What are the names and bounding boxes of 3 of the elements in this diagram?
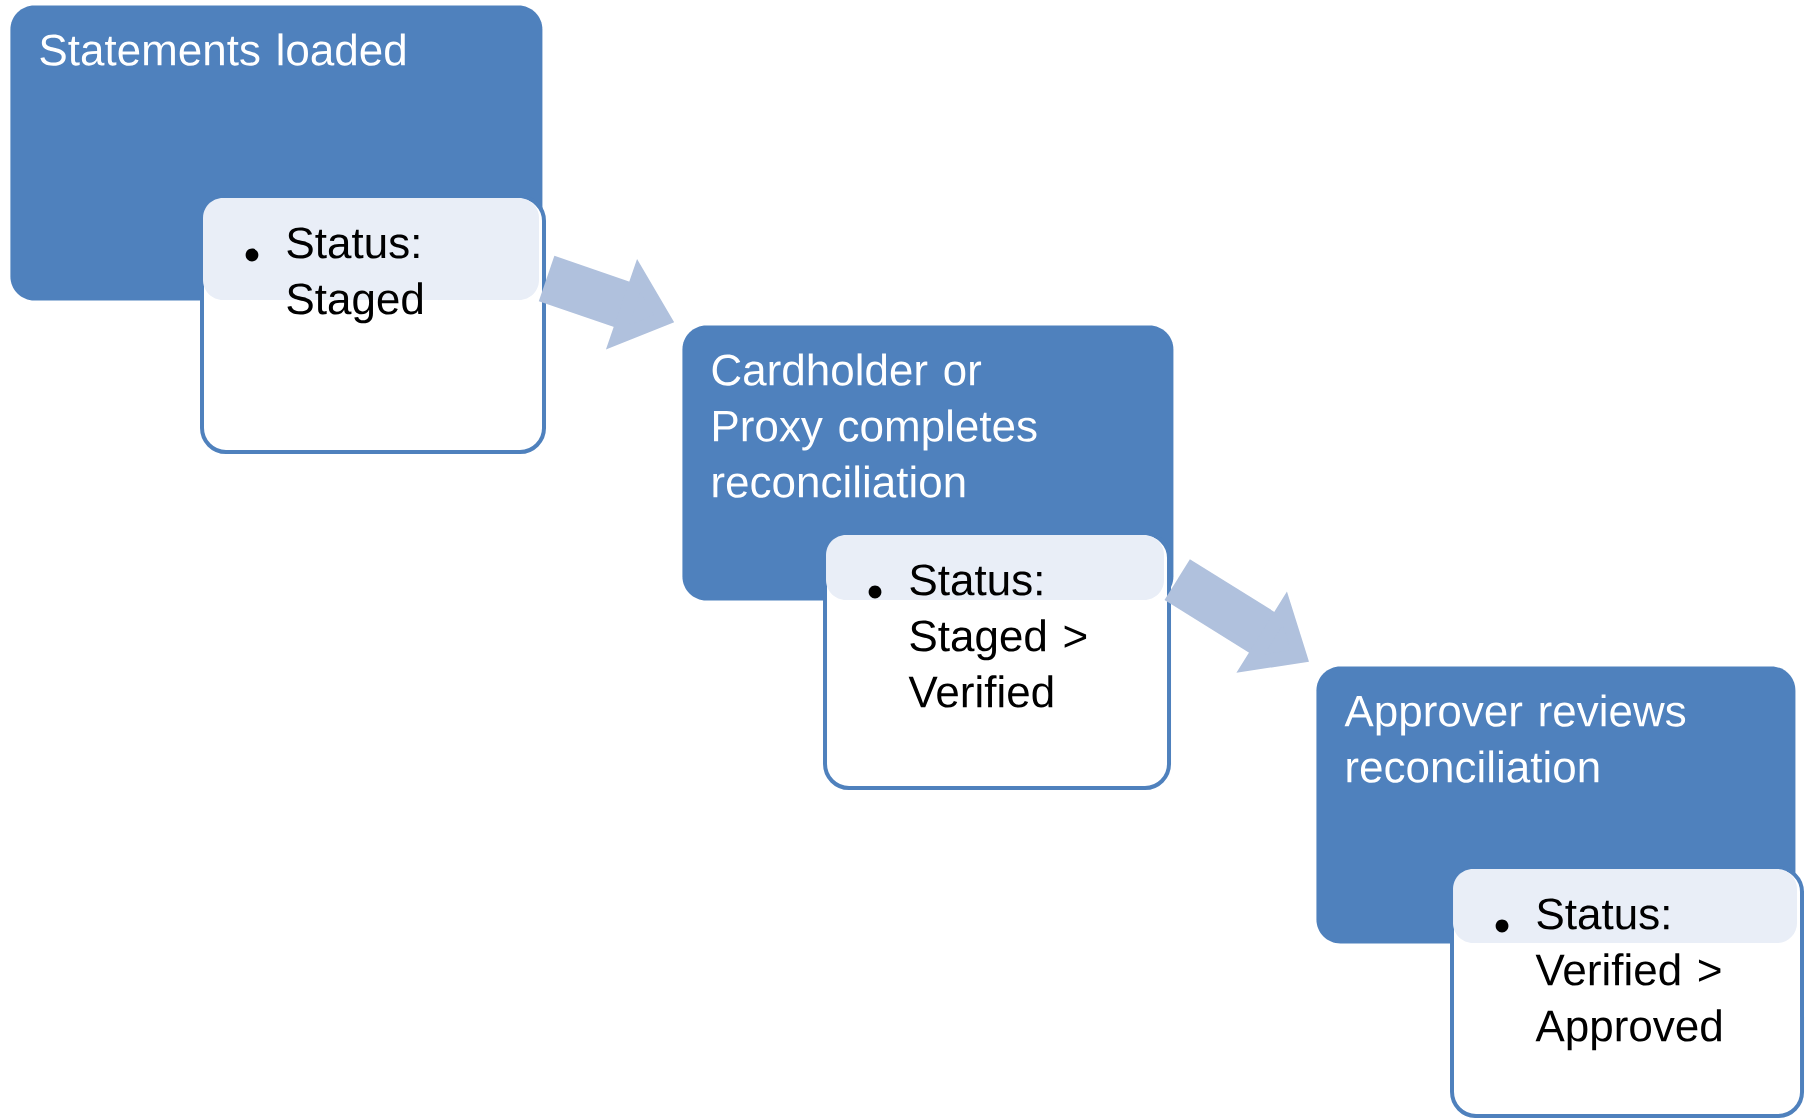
status-box: Status: Staged bbox=[200, 195, 546, 454]
status-box: Status: Staged > Verified bbox=[823, 532, 1171, 790]
status-box: Status: Verified > Approved bbox=[1450, 866, 1805, 1118]
